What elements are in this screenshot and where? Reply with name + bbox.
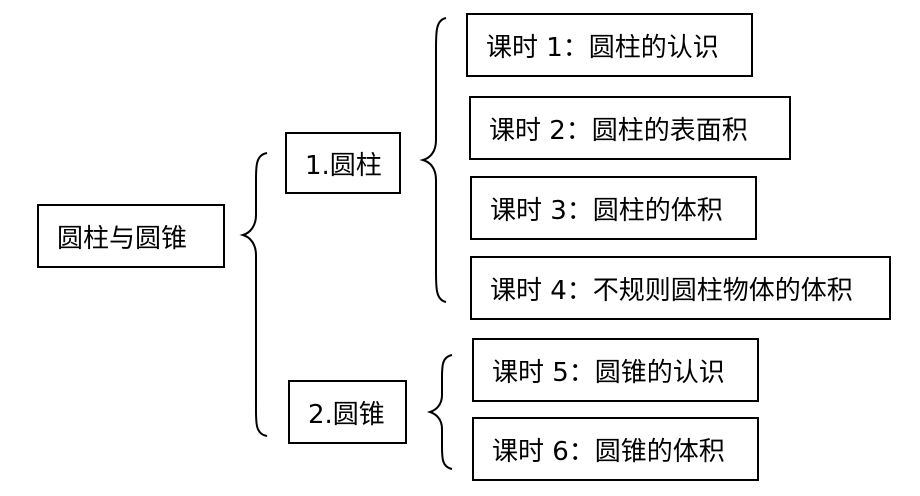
branch-2-brace [426,354,453,470]
branch-1-brace [419,17,447,303]
main-brace [239,152,268,437]
branch-node-cylinder: 1.圆柱 [285,132,401,194]
lesson-node-3: 课时 3：圆柱的体积 [470,176,757,240]
lesson-node-6: 课时 6：圆锥的体积 [472,417,759,481]
branch-node-cone: 2.圆锥 [288,380,407,444]
lesson-node-1: 课时 1：圆柱的认识 [466,13,753,77]
lesson-node-2: 课时 2：圆柱的表面积 [469,96,791,160]
lesson-node-4: 课时 4：不规则圆柱物体的体积 [470,256,891,320]
root-node: 圆柱与圆锥 [37,204,225,268]
lesson-node-5: 课时 5：圆锥的认识 [472,338,759,402]
